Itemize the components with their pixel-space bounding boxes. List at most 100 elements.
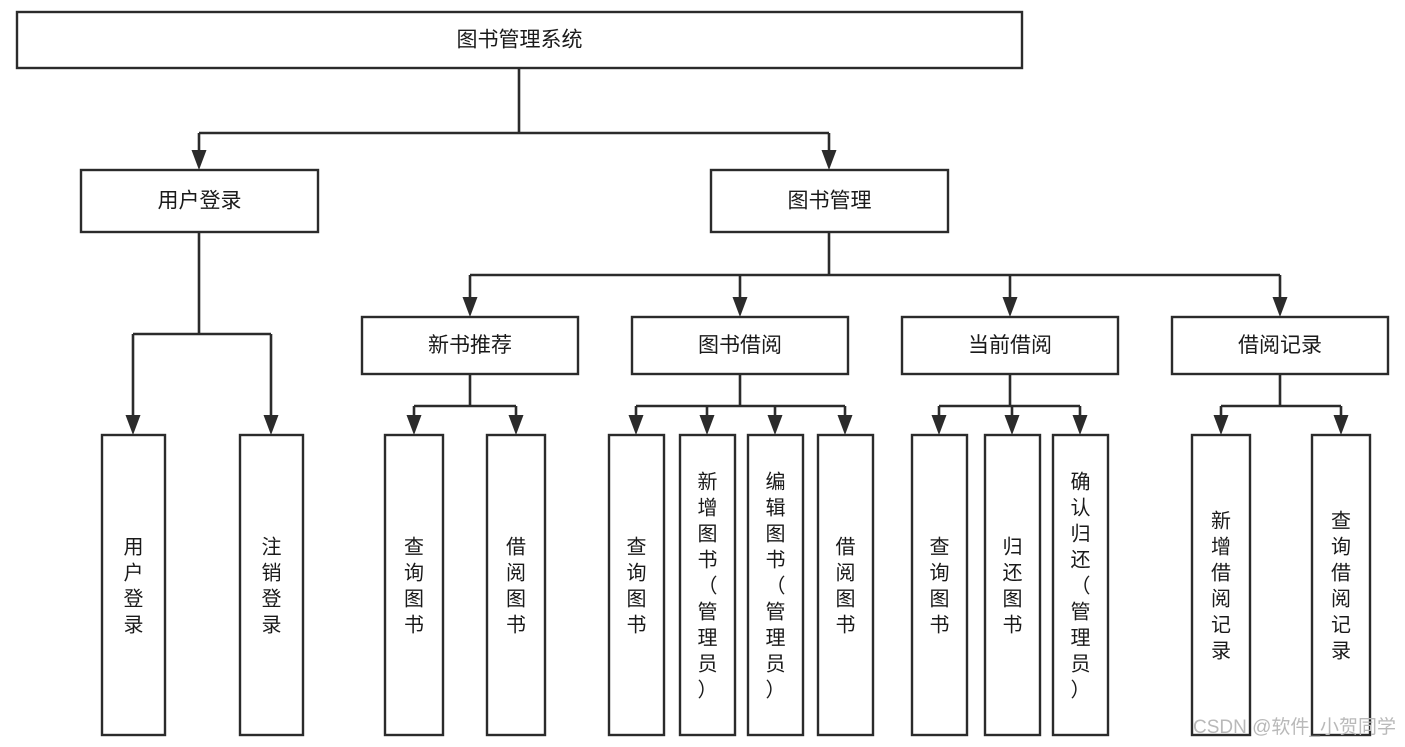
node-box-leaf-user-login[interactable] xyxy=(100,433,167,737)
label-char: 询 xyxy=(627,561,647,584)
label-char: 询 xyxy=(404,561,424,584)
node-box-book-borrow[interactable] xyxy=(630,315,850,376)
node-box-user-login[interactable] xyxy=(79,168,320,234)
label-char: 还 xyxy=(1003,561,1023,584)
node-box-leaf-return-book[interactable] xyxy=(983,433,1042,737)
label-char: 借 xyxy=(1331,561,1351,584)
node-label-leaf-return-book: 归还图书 xyxy=(1003,535,1023,636)
node-box-leaf-query-book-recommend[interactable] xyxy=(383,433,445,737)
label-char: 记 xyxy=(1211,613,1231,636)
node-book-management[interactable]: 图书管理 xyxy=(709,168,950,234)
label-char: 销 xyxy=(262,561,282,584)
node-book-borrow[interactable]: 图书借阅 xyxy=(630,315,850,376)
node-box-leaf-add-book-admin[interactable] xyxy=(678,433,737,737)
node-box-leaf-add-borrow-record[interactable] xyxy=(1190,433,1252,737)
label-char: 查 xyxy=(404,535,424,558)
node-box-leaf-confirm-return-admin[interactable] xyxy=(1051,433,1110,737)
arrow-head-1 xyxy=(1004,415,1020,435)
node-new-book-recommend[interactable]: 新书推荐 xyxy=(360,315,580,376)
node-leaf-return-book[interactable]: 归还图书 xyxy=(983,433,1042,737)
label-char: 询 xyxy=(930,561,950,584)
node-box-book-management[interactable] xyxy=(709,168,950,234)
label-char: 书 xyxy=(698,548,718,571)
node-borrow-record[interactable]: 借阅记录 xyxy=(1170,315,1390,376)
label-char: 书 xyxy=(836,613,856,636)
node-box-leaf-edit-book-admin[interactable] xyxy=(746,433,805,737)
node-label-leaf-query-borrow-record: 查询借阅记录 xyxy=(1331,509,1351,662)
node-label-leaf-borrow-book-recommend: 借阅图书 xyxy=(506,535,526,636)
label-char: 登 xyxy=(124,587,144,610)
node-user-login[interactable]: 用户登录 xyxy=(79,168,320,234)
label-char: 阅 xyxy=(1211,587,1231,610)
node-box-leaf-borrow-book[interactable] xyxy=(816,433,875,737)
node-leaf-user-logout[interactable]: 注销登录 xyxy=(238,433,305,737)
node-leaf-borrow-book[interactable]: 借阅图书 xyxy=(816,433,875,737)
label-char: 阅 xyxy=(836,561,856,584)
label-char: （ xyxy=(698,574,718,597)
label-char: ） xyxy=(1071,678,1091,701)
label-char: 确 xyxy=(1071,470,1091,493)
node-label-leaf-add-book-admin: 新增图书（管理员） xyxy=(698,470,718,701)
arrow-head-0 xyxy=(191,150,207,170)
arrow-head-2 xyxy=(1002,297,1018,317)
label-char: 图 xyxy=(404,588,424,610)
node-leaf-confirm-return-admin[interactable]: 确认归还（管理员） xyxy=(1051,433,1110,737)
node-label-leaf-borrow-book: 借阅图书 xyxy=(836,535,856,636)
label-char: 录 xyxy=(1211,640,1231,662)
node-root[interactable]: 图书管理系统 xyxy=(15,10,1024,70)
label-char: 图 xyxy=(766,523,786,545)
connector-group-user-login-to-leaves xyxy=(125,232,279,435)
node-layer: 图书管理系统用户登录图书管理新书推荐图书借阅当前借阅借阅记录用户登录注销登录查询… xyxy=(15,10,1390,737)
node-leaf-user-login[interactable]: 用户登录 xyxy=(100,433,167,737)
connector-group-borrow-record-to-leaves xyxy=(1213,374,1349,435)
label-char: 阅 xyxy=(506,561,526,584)
node-leaf-query-book-borrow[interactable]: 查询图书 xyxy=(607,433,666,737)
node-label-leaf-edit-book-admin: 编辑图书（管理员） xyxy=(766,470,786,701)
arrow-head-0 xyxy=(931,415,947,435)
node-leaf-edit-book-admin[interactable]: 编辑图书（管理员） xyxy=(746,433,805,737)
node-leaf-borrow-book-recommend[interactable]: 借阅图书 xyxy=(485,433,547,737)
node-box-current-borrow[interactable] xyxy=(900,315,1120,376)
node-label-leaf-query-book-current: 查询图书 xyxy=(930,535,950,636)
label-char: 归 xyxy=(1071,522,1091,545)
label-char: 注 xyxy=(262,535,282,558)
node-box-borrow-record[interactable] xyxy=(1170,315,1390,376)
label-char: （ xyxy=(766,574,786,597)
label-char: 书 xyxy=(627,613,647,636)
node-leaf-add-book-admin[interactable]: 新增图书（管理员） xyxy=(678,433,737,737)
label-char: 查 xyxy=(1331,509,1351,532)
node-leaf-query-book-current[interactable]: 查询图书 xyxy=(910,433,969,737)
label-char: 还 xyxy=(1071,548,1091,571)
connector-group-book-management-to-level3 xyxy=(462,232,1288,317)
node-box-leaf-query-borrow-record[interactable] xyxy=(1310,433,1372,737)
arrow-head-1 xyxy=(263,415,279,435)
arrow-head-2 xyxy=(767,415,783,435)
node-box-leaf-user-logout[interactable] xyxy=(238,433,305,737)
arrow-head-0 xyxy=(628,415,644,435)
arrow-head-0 xyxy=(462,297,478,317)
label-char: （ xyxy=(1071,574,1091,597)
label-char: 阅 xyxy=(1331,587,1351,610)
node-box-leaf-query-book-current[interactable] xyxy=(910,433,969,737)
label-char: 增 xyxy=(1211,535,1231,558)
node-leaf-query-book-recommend[interactable]: 查询图书 xyxy=(383,433,445,737)
node-box-leaf-query-book-borrow[interactable] xyxy=(607,433,666,737)
label-char: 管 xyxy=(1071,600,1091,623)
node-leaf-add-borrow-record[interactable]: 新增借阅记录 xyxy=(1190,433,1252,737)
node-box-leaf-borrow-book-recommend[interactable] xyxy=(485,433,547,737)
node-current-borrow[interactable]: 当前借阅 xyxy=(900,315,1120,376)
arrow-head-3 xyxy=(1272,297,1288,317)
node-box-root[interactable] xyxy=(15,10,1024,70)
label-char: 认 xyxy=(1071,496,1091,519)
label-char: 员 xyxy=(1071,653,1091,675)
connector-group-new-book-recommend-to-leaves xyxy=(406,374,524,435)
node-leaf-query-borrow-record[interactable]: 查询借阅记录 xyxy=(1310,433,1372,737)
label-char: 用 xyxy=(124,536,144,558)
arrow-head-2 xyxy=(1072,415,1088,435)
arrow-head-1 xyxy=(732,297,748,317)
node-box-new-book-recommend[interactable] xyxy=(360,315,580,376)
label-char: ） xyxy=(766,678,786,701)
arrow-head-1 xyxy=(821,150,837,170)
